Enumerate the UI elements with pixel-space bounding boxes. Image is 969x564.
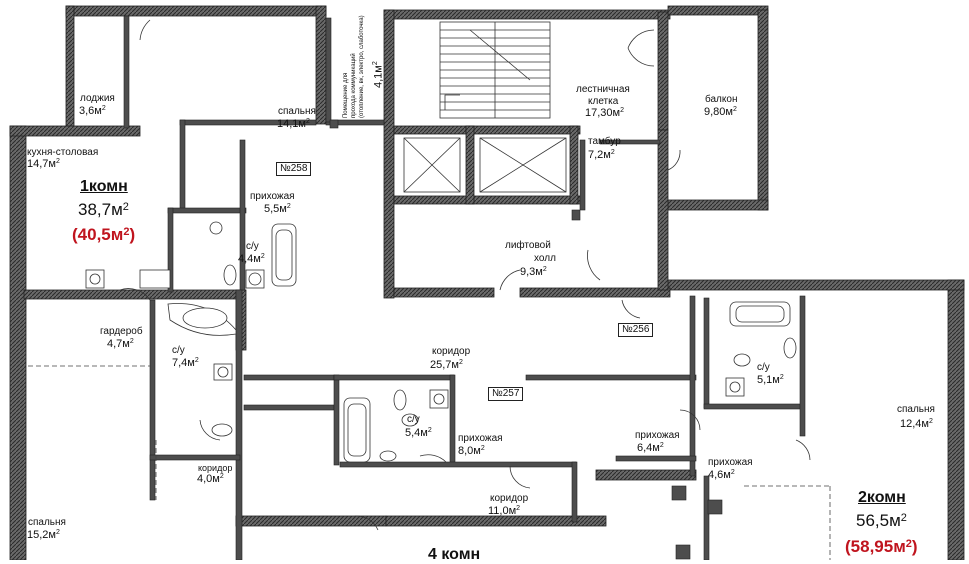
- room-name: прихожая: [458, 433, 503, 444]
- room-area: 7,4м2: [172, 357, 199, 369]
- room-name-line2: холл: [534, 253, 556, 264]
- room-name: кухня-столовая: [27, 147, 99, 158]
- room-name-line1: лифтовой: [505, 240, 551, 251]
- room-area: 3,6м2: [79, 105, 106, 117]
- apartment-number-257: №257: [488, 387, 524, 401]
- room-name-line2: прохода коммуникаций: [351, 53, 357, 118]
- apartment-number-256: №256: [618, 323, 654, 337]
- room-name: спальня: [28, 517, 66, 528]
- apartment-number-258: №258: [276, 162, 312, 176]
- fixtures: [85, 221, 797, 463]
- room-area: 6,4м2: [637, 442, 664, 454]
- room-area: 5,4м2: [405, 427, 432, 439]
- room-name-line1: лестничная: [576, 84, 630, 95]
- room-name-line2: клетка: [588, 96, 619, 107]
- apartment-rooms: 1комн: [80, 178, 128, 195]
- room-area: 14,7м2: [27, 158, 60, 170]
- doors: [119, 19, 811, 531]
- room-name: гардероб: [100, 326, 143, 337]
- apartment-total-area: (58,95м2): [845, 537, 918, 556]
- room-name: коридор: [432, 346, 471, 357]
- room-area: 9,3м2: [520, 266, 547, 278]
- room-name: тамбур: [588, 136, 621, 147]
- room-name: прихожая: [635, 430, 680, 441]
- room-name: лоджия: [80, 93, 115, 104]
- room-area: 4,0м2: [197, 473, 224, 485]
- apartment-rooms: 2комн: [858, 489, 906, 506]
- room-name: с/у: [407, 414, 420, 425]
- room-name: спальня: [897, 404, 935, 415]
- room-area: 11,0м2: [488, 505, 521, 517]
- room-area: 4,7м2: [107, 338, 134, 350]
- room-area: 17,30м2: [585, 107, 624, 119]
- room-area: 8,0м2: [458, 445, 485, 457]
- apartment-total-area: (40,5м2): [72, 225, 136, 244]
- risers: [329, 119, 723, 560]
- room-area: 15,2м2: [27, 529, 60, 541]
- room-name: прихожая: [708, 457, 753, 468]
- apartment-4-rooms: 4 комн: [428, 546, 481, 563]
- room-name: коридор: [490, 493, 529, 504]
- room-area: 5,1м2: [757, 374, 784, 386]
- room-area: 12,4м2: [900, 418, 933, 430]
- room-area: 5,5м2: [264, 203, 291, 215]
- room-name: прихожая: [250, 191, 295, 202]
- room-name: спальня: [278, 106, 316, 117]
- room-area: 4,4м2: [238, 253, 265, 265]
- dashed-boundaries: [28, 365, 831, 560]
- lift-shafts: [403, 137, 567, 193]
- staircase: [439, 21, 551, 119]
- room-area: 25,7м2: [430, 359, 463, 371]
- room-name-line3: (отопление, вк, электро, слаботочка): [359, 15, 365, 118]
- room-area: 7,2м2: [588, 149, 615, 161]
- apartment-area: 38,7м2: [78, 200, 129, 219]
- apartment-area: 56,5м2: [856, 511, 907, 530]
- room-name: балкон: [705, 94, 738, 105]
- room-name: коридор: [198, 463, 233, 473]
- room-area: 4,1м2: [372, 61, 385, 88]
- room-name: с/у: [246, 241, 259, 252]
- room-area: 4,6м2: [708, 469, 735, 481]
- room-name: с/у: [172, 345, 185, 356]
- room-name-line1: Помещение для: [343, 72, 349, 118]
- partitions: [123, 15, 806, 560]
- room-area: 9,80м2: [704, 106, 737, 118]
- room-name: с/у: [757, 362, 770, 373]
- room-area: 14,1м2: [277, 118, 310, 130]
